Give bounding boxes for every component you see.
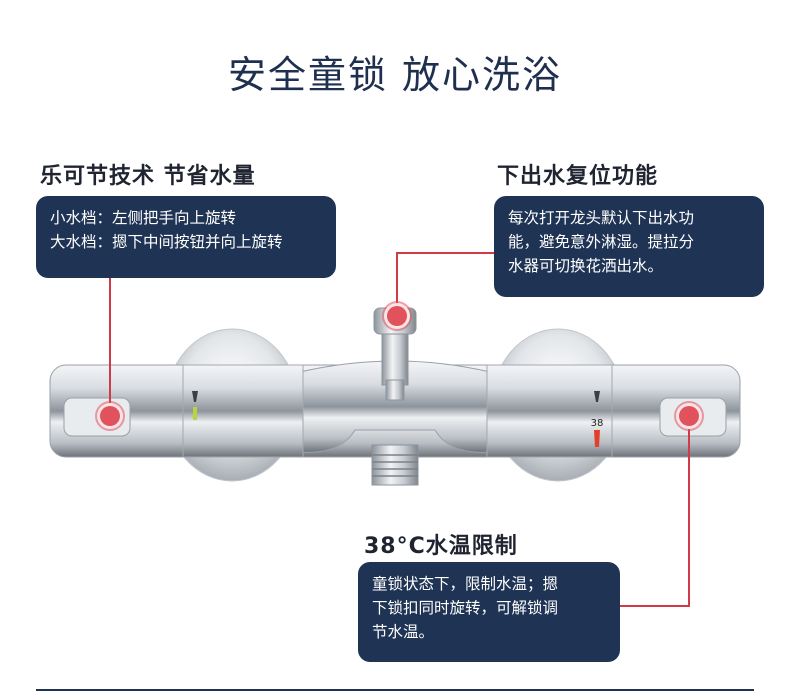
- feature-heading-flow: 乐可节技术 节省水量: [40, 164, 256, 189]
- callout-flow: 小水档：左侧把手向上旋转 大水档：摁下中间按钮并向上旋转: [36, 196, 336, 278]
- callout-reset-line: 水器可切换花洒出水。: [508, 257, 664, 275]
- callout-lock-line: 下锁扣同时旋转，可解锁调: [372, 599, 559, 617]
- feature-heading-lock: 38°C水温限制: [364, 534, 518, 559]
- connector-line-reset-h: [396, 252, 496, 254]
- page-title: 安全童锁 放心洗浴: [227, 53, 563, 97]
- diverter-knob-marker: [384, 303, 410, 329]
- callout-lock: 童锁状态下，限制水温；摁 下锁扣同时旋转，可解锁调 节水温。: [358, 562, 620, 662]
- callout-lock-line: 节水温。: [372, 623, 435, 641]
- feature-heading-reset: 下出水复位功能: [497, 164, 659, 189]
- connector-line-reset-v: [396, 252, 398, 316]
- callout-reset: 每次打开龙头默认下出水功 能，避免意外淋湿。提拉分 水器可切换花洒出水。: [494, 196, 764, 297]
- connector-line-lock-h: [620, 605, 690, 607]
- callout-reset-line: 能，避免意外淋湿。提拉分: [508, 233, 695, 251]
- connector-line-flow: [109, 278, 111, 416]
- connector-line-lock-v: [688, 416, 690, 606]
- callout-lock-line: 童锁状态下，限制水温；摁: [372, 575, 559, 593]
- temperature-handle-marker: [676, 403, 702, 429]
- bottom-divider: [36, 689, 754, 691]
- temperature-mark-label: 38: [591, 418, 604, 429]
- callout-flow-line: 小水档：左侧把手向上旋转: [50, 209, 237, 227]
- flow-handle-marker: [97, 403, 123, 429]
- callout-reset-line: 每次打开龙头默认下出水功: [508, 209, 695, 227]
- callout-flow-line: 大水档：摁下中间按钮并向上旋转: [50, 233, 283, 251]
